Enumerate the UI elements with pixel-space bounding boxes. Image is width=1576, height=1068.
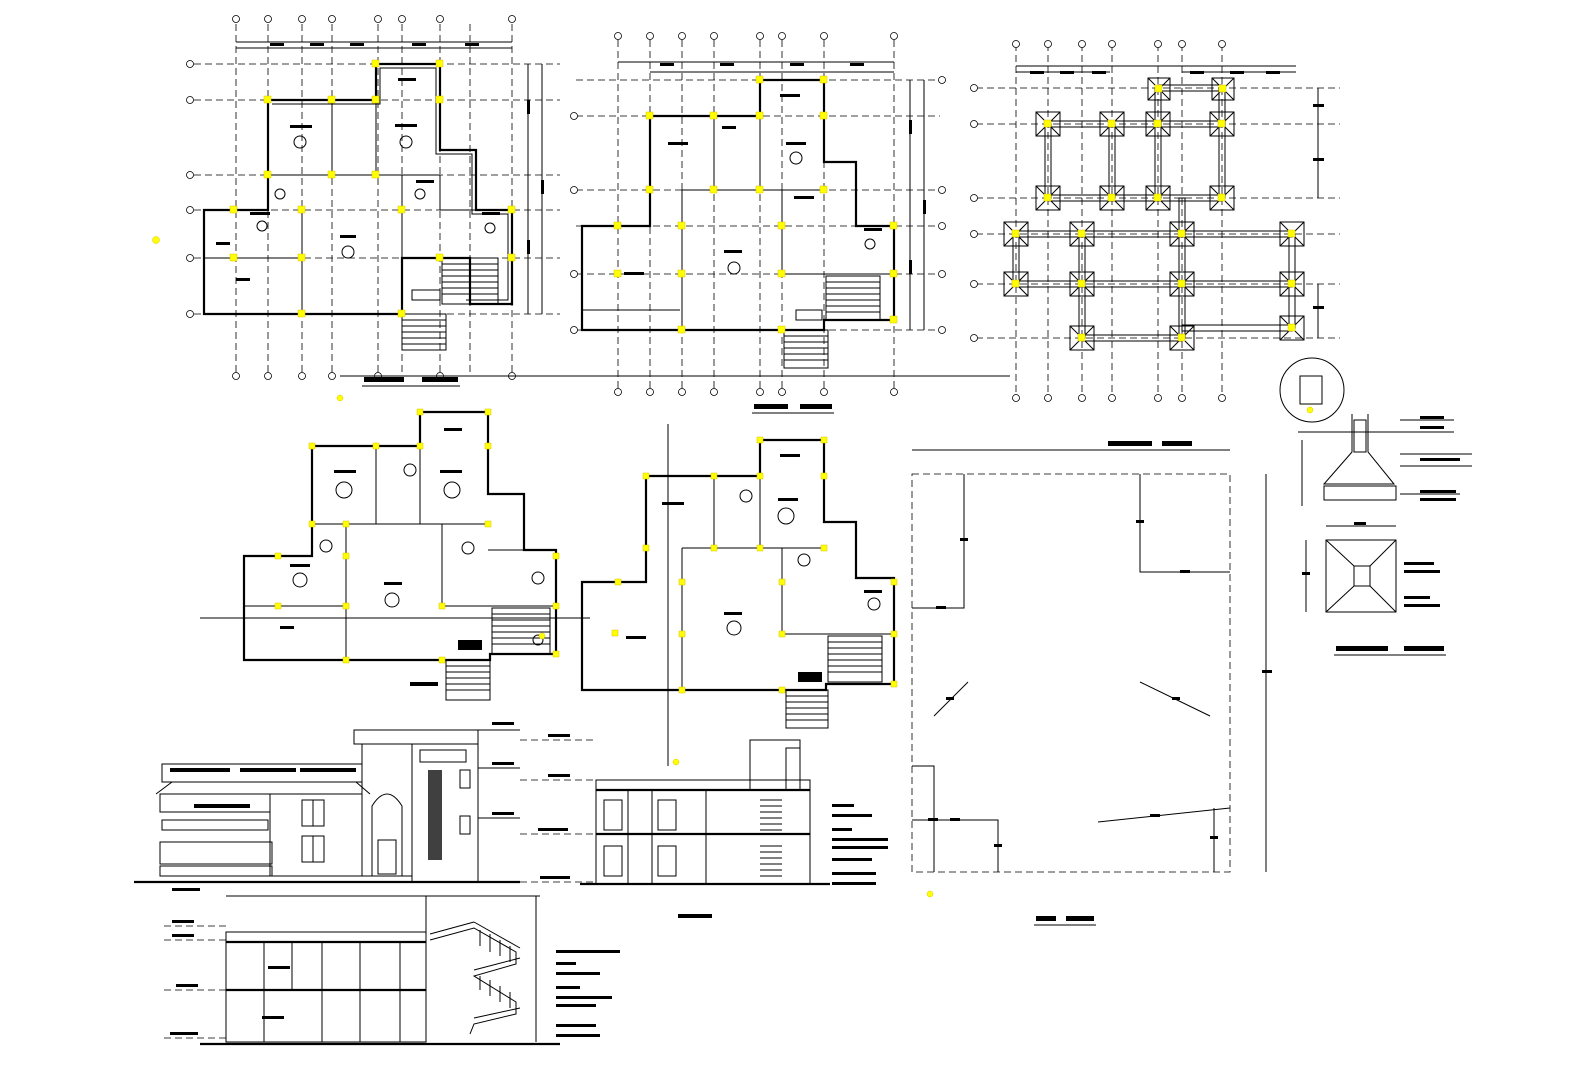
footing-pad xyxy=(1170,272,1194,296)
column-markers xyxy=(275,409,559,663)
grid-bubbles xyxy=(570,32,946,396)
footing-pad xyxy=(1070,326,1094,350)
footing-pad xyxy=(1036,112,1060,136)
footing-pad xyxy=(1004,222,1028,246)
footing-pad xyxy=(1070,272,1094,296)
room-tags xyxy=(624,94,882,275)
footing-pad xyxy=(1036,186,1060,210)
footing-pad xyxy=(1100,112,1124,136)
plan-title xyxy=(362,377,460,386)
footing-pad xyxy=(1280,222,1304,246)
footing-pad xyxy=(1280,316,1304,340)
foundation-plan xyxy=(970,40,1341,402)
front-elevation xyxy=(134,722,520,891)
walls xyxy=(582,80,894,330)
column-markers xyxy=(614,76,897,333)
stair-flights xyxy=(430,922,520,1034)
footing-pad xyxy=(1170,222,1194,246)
staircase xyxy=(402,258,498,350)
site-plan xyxy=(912,441,1272,925)
grid-lines xyxy=(976,44,1340,398)
footing-detail xyxy=(1279,357,1472,655)
room-tags xyxy=(216,78,500,281)
staircase xyxy=(784,276,880,368)
first-floor-furniture-plan xyxy=(582,424,897,766)
section-a xyxy=(520,734,888,918)
footing-pad xyxy=(1210,112,1234,136)
dimension-lines xyxy=(1016,66,1324,338)
footing-pad xyxy=(1100,186,1124,210)
grid-lines xyxy=(576,40,940,392)
footing-pad xyxy=(1210,186,1234,210)
stair-steps xyxy=(760,800,782,876)
furniture xyxy=(626,454,882,639)
section-b xyxy=(164,896,620,1044)
column-markers xyxy=(152,60,516,402)
dimension-lines xyxy=(618,62,926,330)
footing-pad xyxy=(1070,222,1094,246)
plan-title xyxy=(752,404,834,413)
footing-pad xyxy=(1148,78,1170,100)
grid-bubbles xyxy=(970,40,1226,402)
footing-pad xyxy=(1146,186,1170,210)
footing-pad xyxy=(1212,78,1234,100)
footing-pad xyxy=(1280,272,1304,296)
first-floor-plan xyxy=(570,32,946,414)
footing-pad xyxy=(1170,326,1194,350)
staircase xyxy=(786,636,882,728)
ground-floor-plan xyxy=(152,15,561,402)
staircase xyxy=(446,608,550,700)
furniture xyxy=(280,428,545,686)
ground-floor-furniture-plan xyxy=(200,409,590,700)
column-markers xyxy=(612,437,897,693)
dimension-lines xyxy=(236,42,544,314)
footing-pad xyxy=(1004,272,1028,296)
footings xyxy=(1004,78,1304,350)
footing-pad xyxy=(1146,112,1170,136)
